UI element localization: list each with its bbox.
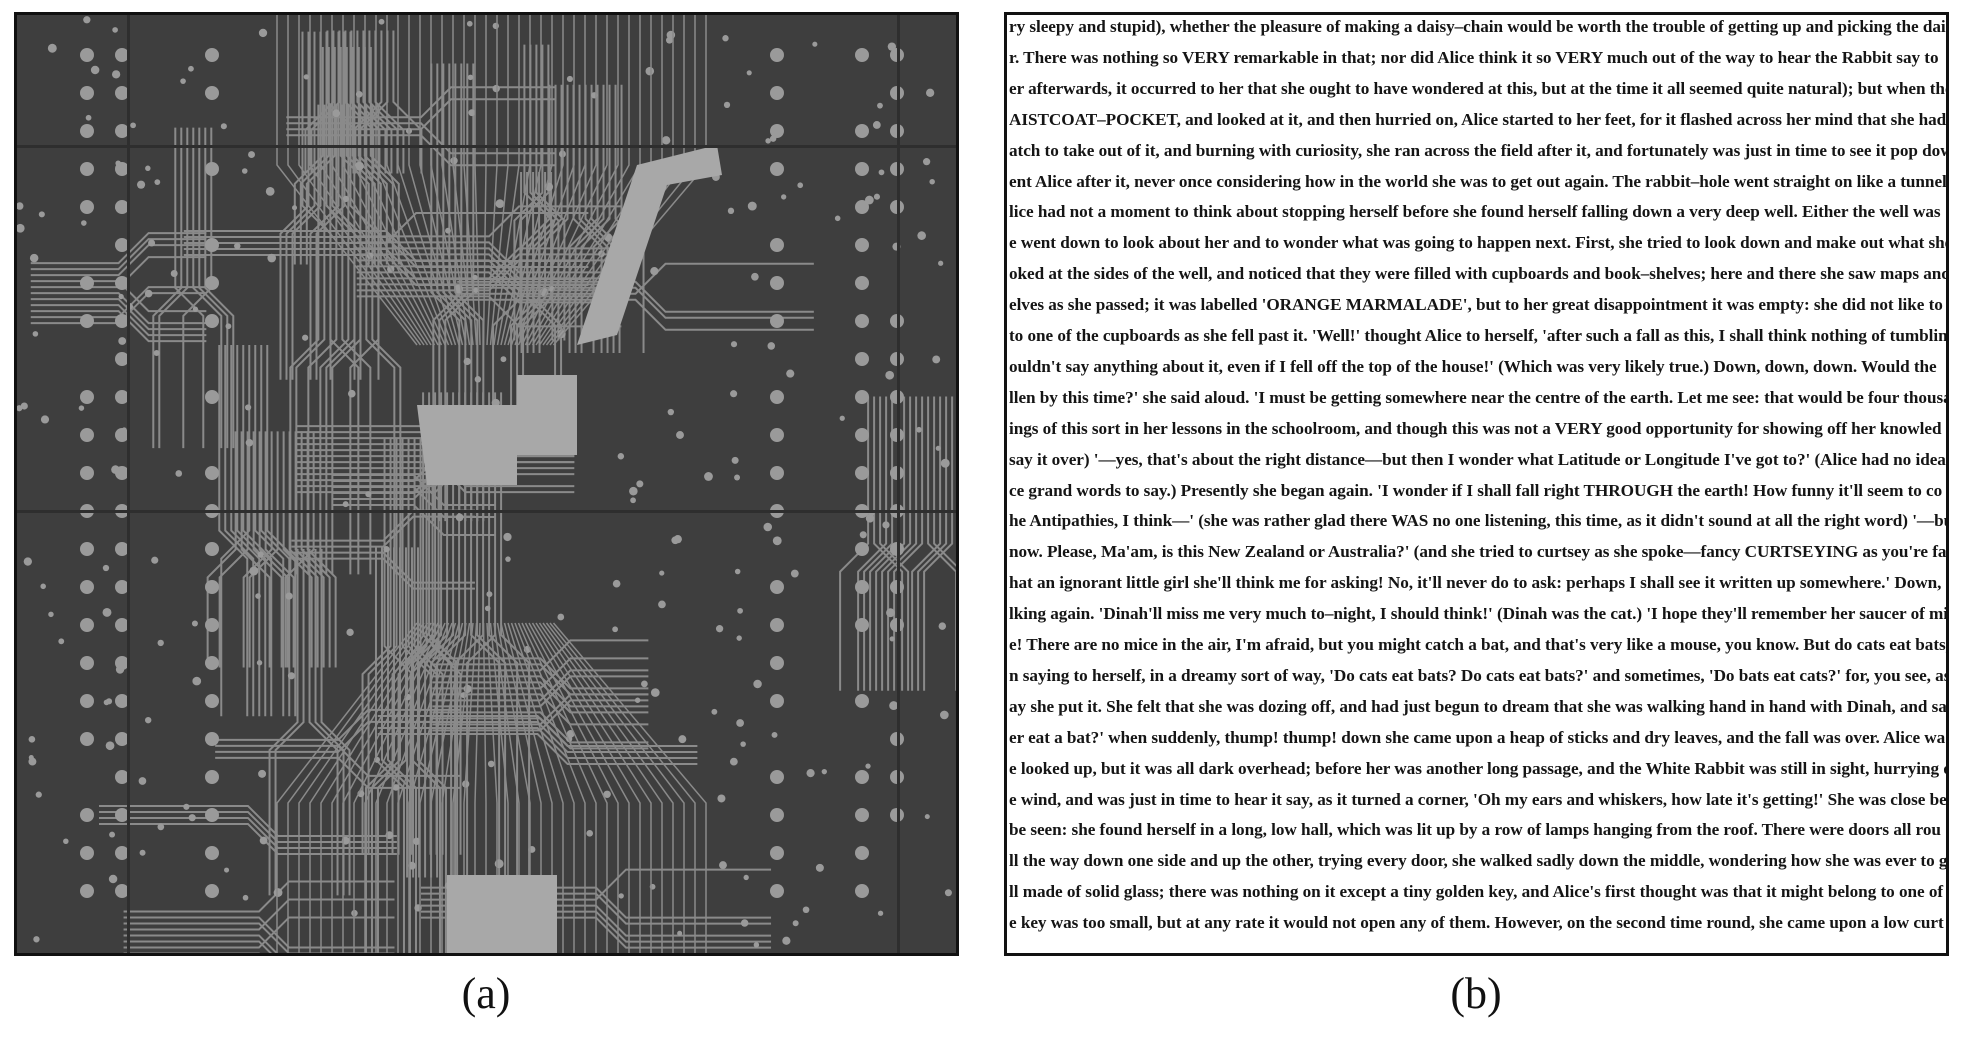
circuit-board-graphic — [17, 15, 956, 953]
text-line: n saying to herself, in a dreamy sort of… — [1009, 665, 1946, 685]
text-line: ouldn't say anything about it, even if I… — [1009, 356, 1937, 376]
text-line: ay she put it. She felt that she was doz… — [1009, 696, 1946, 716]
caption-b: (b) — [1450, 969, 1502, 1018]
text-line: ll the way down one side and up the othe… — [1009, 851, 1946, 871]
text-line: e went down to look about her and to won… — [1009, 233, 1946, 253]
text-line: e wind, and was just in time to hear it … — [1009, 789, 1946, 809]
text-line: elves as she passed; it was labelled 'OR… — [1009, 295, 1943, 315]
text-line: now. Please, Ma'am, is this New Zealand … — [1009, 542, 1946, 562]
text-line: be seen: she found herself in a long, lo… — [1009, 820, 1941, 840]
text-line: to one of the cupboards as she fell past… — [1009, 326, 1946, 345]
text-line: ce grand words to say.) Presently she be… — [1009, 480, 1943, 500]
text-line: hat an ignorant little girl she'll think… — [1009, 573, 1946, 593]
text-line: atch to take out of it, and burning with… — [1009, 140, 1946, 160]
text-line: e key was too small, but at any rate it … — [1009, 913, 1944, 933]
text-body: ry sleepy and stupid), whether the pleas… — [1007, 15, 1946, 953]
text-line: er eat a bat?' when suddenly, thump! thu… — [1009, 727, 1946, 747]
text-line: say it over) '—yes, that's about the rig… — [1009, 449, 1946, 469]
text-line: ent Alice after it, never once consideri… — [1009, 171, 1946, 191]
text-line: llen by this time?' she said aloud. 'I m… — [1009, 387, 1946, 407]
text-line: e looked up, but it was all dark overhea… — [1009, 758, 1946, 778]
text-line: AISTCOAT–POCKET, and looked at it, and t… — [1009, 109, 1946, 129]
text-line: he Antipathies, I think—' (she was rathe… — [1009, 511, 1946, 531]
text-line: ry sleepy and stupid), whether the pleas… — [1009, 17, 1946, 36]
circuit-board-image — [14, 12, 959, 956]
text-line: er afterwards, it occurred to her that s… — [1009, 78, 1946, 98]
text-line: ll made of solid glass; there was nothin… — [1009, 882, 1944, 902]
text-line: ings of this sort in her lessons in the … — [1009, 418, 1942, 438]
text-document-image: ry sleepy and stupid), whether the pleas… — [1004, 12, 1949, 956]
text-line: oked at the sides of the well, and notic… — [1009, 264, 1946, 284]
text-line: lice had not a moment to think about sto… — [1009, 202, 1941, 222]
text-line: r. There was nothing so VERY remarkable … — [1009, 47, 1939, 67]
text-line: lking again. 'Dinah'll miss me very much… — [1009, 604, 1946, 624]
text-line: e! There are no mice in the air, I'm afr… — [1009, 635, 1946, 654]
caption-a: (a) — [461, 969, 511, 1018]
